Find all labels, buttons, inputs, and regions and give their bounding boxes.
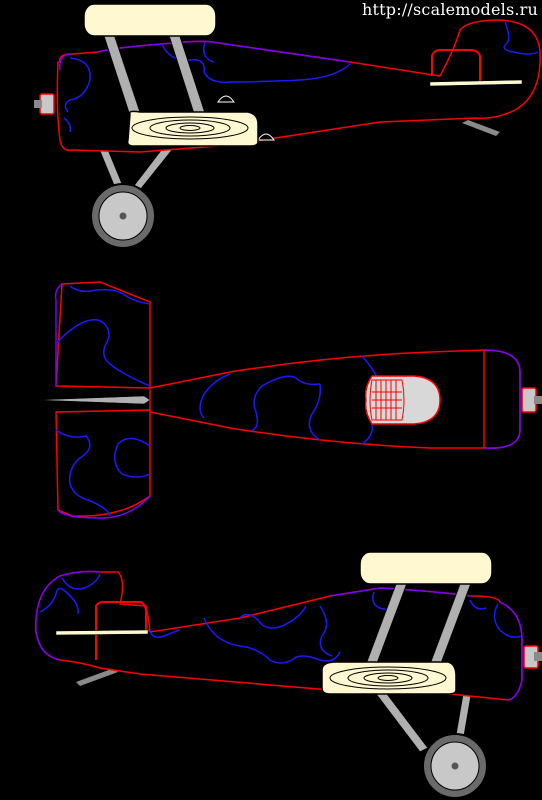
camo-lines [55,285,381,517]
camo-lines [39,573,523,664]
access-hatch [217,95,235,103]
propeller-hub [34,93,55,115]
top-view [35,281,542,519]
gun-barrel [55,629,149,636]
upper-wing [359,551,493,585]
roundel [329,666,447,690]
upper-wing [83,3,217,37]
tailplane [55,409,151,517]
gun-barrel [429,79,523,87]
side-view-right [35,551,542,799]
cockpit-fairing [431,49,481,82]
tail-spike [35,395,151,405]
side-view-left [34,3,541,249]
propeller-hub [521,387,542,413]
nose-edge [59,53,73,71]
lower-wing [126,110,259,147]
watermark-url: http://scalemodels.ru [362,0,538,19]
wheel [422,733,488,799]
propeller-hub [523,645,542,669]
cockpit [364,375,441,425]
lower-wing [321,661,457,695]
tail-skid [462,120,500,136]
nose-edge [499,601,523,701]
cockpit-fairing [95,601,147,660]
access-hatch [257,133,275,141]
roundel [131,116,249,140]
wheel [90,183,156,249]
tail-edge [35,570,101,661]
tail-skid [76,668,118,686]
tailplane [55,281,151,389]
